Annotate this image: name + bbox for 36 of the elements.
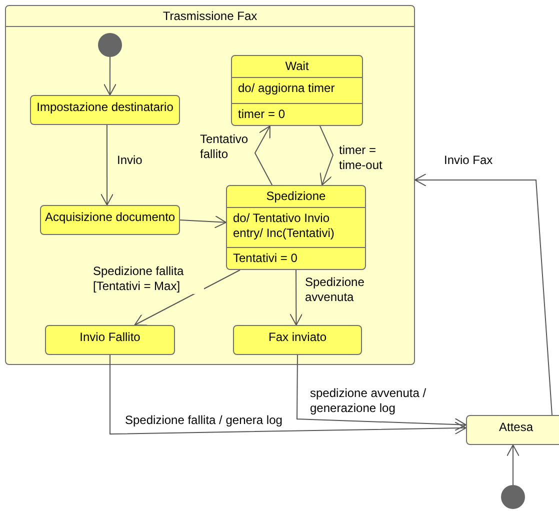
state-variable: Tentativi = 0	[233, 251, 298, 266]
state-name: Impostazione destinatario	[36, 99, 174, 116]
state-box	[231, 55, 363, 126]
initial-state-dot	[501, 485, 525, 509]
state-variable: timer = 0	[238, 107, 286, 122]
state-name: Spedizione	[265, 189, 327, 204]
state-name: Wait	[284, 59, 310, 74]
state-box	[40, 205, 180, 235]
state-box	[466, 415, 559, 445]
state-name: Invio Fallito	[78, 329, 142, 346]
state-box	[226, 185, 366, 270]
transition-arrow	[319, 126, 334, 186]
edge-label: Spedizione fallita / genera log	[124, 413, 284, 428]
state-activity: entry/ Inc(Tentativi)	[233, 226, 336, 241]
state-activity: do/ Tentativo Invio	[233, 211, 331, 226]
transition-arrow	[103, 56, 116, 96]
transition-arrow	[180, 215, 226, 228]
state-activity: do/ aggiorna timer	[238, 81, 336, 96]
composite-state	[5, 5, 415, 365]
state-name: Acquisizione documento	[44, 209, 176, 226]
state-box	[30, 95, 180, 125]
edge-label: Spedizione fallita [Tentativi = Max]	[92, 264, 204, 294]
transition-arrow	[296, 354, 466, 432]
transition-arrow	[506, 444, 520, 486]
transition-arrow	[414, 173, 552, 416]
state-box	[45, 325, 175, 355]
transition-arrow	[254, 126, 273, 186]
state-title: Trasmissione Fax	[6, 6, 414, 27]
initial-state-dot	[98, 33, 122, 57]
state-name: Attesa	[498, 419, 534, 436]
state-box	[233, 325, 362, 355]
transition-arrow	[134, 270, 240, 326]
state-name: Fax inviato	[267, 329, 328, 346]
transition-arrow	[290, 270, 303, 326]
transition-arrow	[110, 354, 466, 435]
transition-arrow	[100, 124, 114, 206]
